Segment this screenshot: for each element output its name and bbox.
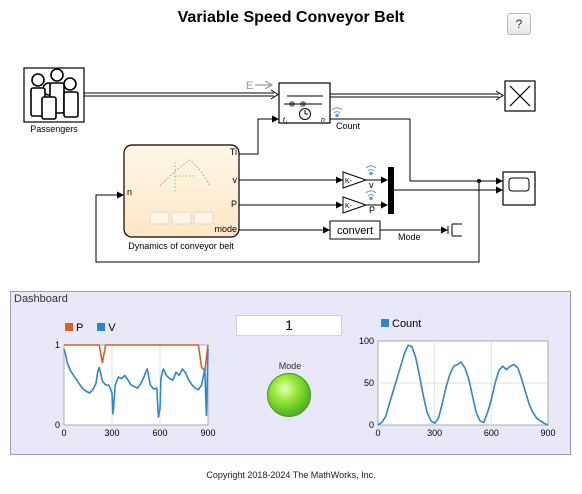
y-tick-label: 0 xyxy=(55,420,60,430)
server-port-t-sub: i xyxy=(286,120,288,126)
passengers-label: Passengers xyxy=(30,124,78,134)
server-port-n: n xyxy=(321,117,325,124)
dynamics-port-mode: mode xyxy=(214,224,237,234)
legend-label-v: V xyxy=(108,322,116,334)
scope-block[interactable] xyxy=(502,171,536,206)
x-tick-label: 0 xyxy=(375,428,380,438)
server-port-t: t xyxy=(283,117,286,124)
signal-log-icon xyxy=(365,165,377,201)
x-tick-label: 600 xyxy=(152,428,167,438)
legend-count: Count xyxy=(381,318,421,330)
mode-signal-label: Mode xyxy=(398,232,421,242)
copyright: Copyright 2018-2024 The MathWorks, Inc. xyxy=(206,470,376,480)
chart-icon xyxy=(149,159,214,225)
entity-line-2 xyxy=(330,90,504,101)
count-signal-label: Count xyxy=(336,121,361,131)
legend-label-count: Count xyxy=(392,318,422,330)
dynamics-port-v: v xyxy=(233,175,238,185)
entity-server-block[interactable] xyxy=(278,82,331,124)
x-tick-label: 0 xyxy=(61,428,66,438)
gain-p-label: K- xyxy=(345,203,353,210)
gain-block-p[interactable] xyxy=(342,196,368,214)
dynamics-port-ti: Ti xyxy=(230,147,237,157)
y-tick-label: 1 xyxy=(55,340,60,350)
legend-label-p: P xyxy=(76,322,84,334)
y-tick-label: 100 xyxy=(359,336,374,346)
mode-lamp-label: Mode xyxy=(278,361,302,371)
dynamics-label: Dynamics of conveyor belt xyxy=(128,241,234,251)
terminator-icon[interactable] xyxy=(447,223,462,237)
pv-chart[interactable]: 0 300 600 900 0 1 xyxy=(40,335,230,447)
passengers-block[interactable] xyxy=(23,67,85,123)
ti-signal-line xyxy=(239,115,279,155)
people-icon xyxy=(30,68,79,120)
count-display: 1 xyxy=(236,315,342,336)
entity-terminator-block[interactable] xyxy=(504,80,536,112)
legend-swatch-count xyxy=(381,319,389,328)
feedback-line xyxy=(95,181,480,263)
legend-swatch-v xyxy=(97,323,106,332)
count-chart[interactable]: 0 300 600 900 0 50 100 xyxy=(350,335,560,447)
gain-block-v[interactable] xyxy=(342,171,368,189)
dynamics-port-p: P xyxy=(231,199,237,209)
x-tick-label: 300 xyxy=(427,428,442,438)
clock-icon xyxy=(299,108,311,120)
series-line-count xyxy=(377,344,549,426)
legend-pv: P V xyxy=(65,322,116,334)
v-signal-label: v xyxy=(369,180,374,190)
dashboard-title: Dashboard xyxy=(14,293,68,305)
series-line-v xyxy=(63,348,209,418)
gain-v-label: K- xyxy=(345,178,353,185)
block-diagram: Passengers E t i n Count xyxy=(23,67,536,263)
mode-lamp[interactable] xyxy=(267,373,311,417)
p-signal-label: P xyxy=(369,205,375,215)
dynamics-port-n: n xyxy=(127,187,132,197)
x-tick-label: 900 xyxy=(540,428,555,438)
mux-block[interactable] xyxy=(388,167,394,214)
y-tick-label: 0 xyxy=(369,420,374,430)
plot-area xyxy=(63,344,209,426)
dynamics-block[interactable] xyxy=(123,144,240,238)
legend-swatch-p xyxy=(65,323,73,332)
x-tick-label: 300 xyxy=(104,428,119,438)
x-tick-label: 600 xyxy=(484,428,499,438)
signal-log-icon xyxy=(331,107,343,118)
series-line-p xyxy=(64,344,209,372)
x-tick-label: 900 xyxy=(200,428,215,438)
count-signal-line xyxy=(330,118,503,185)
page-title: Variable Speed Conveyor Belt xyxy=(177,9,405,26)
entity-label: E xyxy=(246,80,253,92)
convert-label: convert xyxy=(337,225,373,237)
y-tick-label: 50 xyxy=(364,378,374,388)
help-button[interactable]: ? xyxy=(507,13,531,35)
entity-line-1 xyxy=(84,89,279,100)
